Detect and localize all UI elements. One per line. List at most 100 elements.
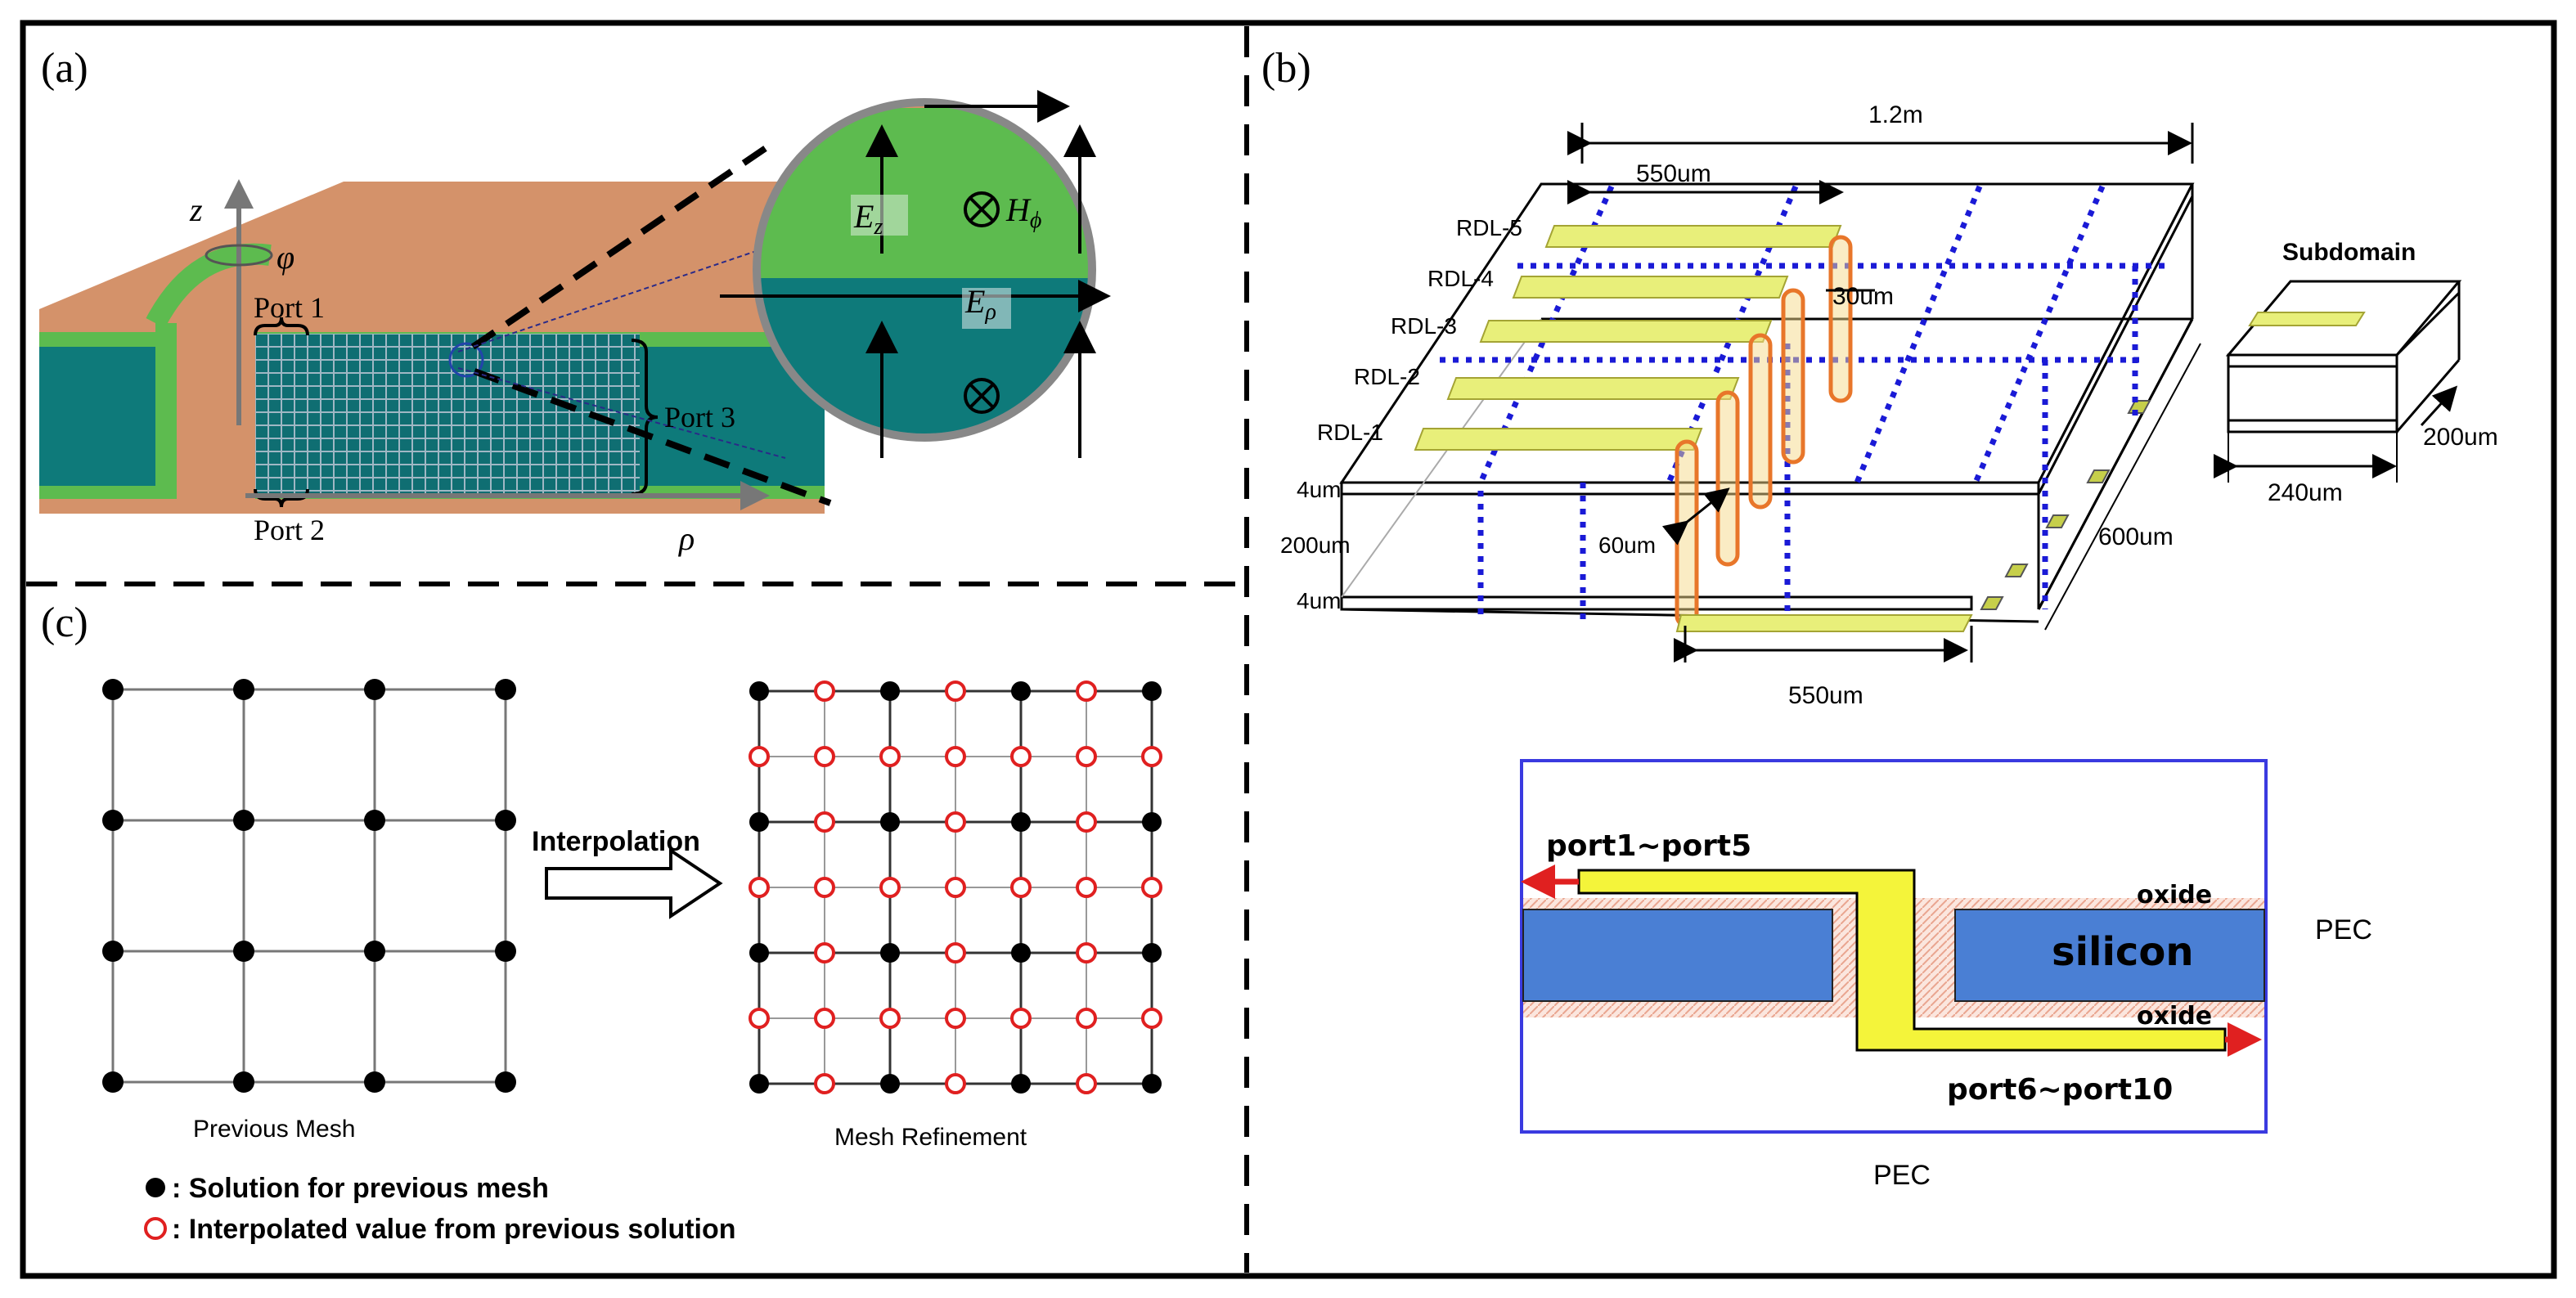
top-plane	[39, 182, 822, 309]
mesh-region	[255, 334, 640, 497]
interpolated-node	[945, 680, 966, 702]
dim-550-bottom: 550um	[1788, 682, 1863, 709]
solution-node	[880, 1074, 900, 1094]
subdomain-height: 200um	[2423, 424, 2498, 451]
port2-brace	[254, 488, 309, 508]
oxide-top-label: oxide	[2137, 881, 2212, 909]
solution-node	[364, 941, 385, 962]
interpolated-node	[879, 1008, 901, 1029]
zoom-source-circle	[448, 342, 484, 378]
legend-interpolated-dot	[144, 1217, 167, 1240]
interpolated-node	[945, 1073, 966, 1094]
panel-c-label: (c)	[41, 600, 88, 646]
label-phi: φ	[276, 239, 294, 276]
interpolated-node	[1010, 746, 1032, 767]
solution-node	[749, 681, 769, 701]
mesh-refinement-label: Mesh Refinement	[834, 1124, 1027, 1151]
solution-node	[880, 812, 900, 832]
interpolated-node	[814, 680, 835, 702]
pec-right-label: PEC	[2315, 914, 2372, 945]
interpolated-node	[749, 877, 770, 898]
solution-node	[233, 1071, 254, 1093]
solution-node	[1011, 681, 1031, 701]
solution-node	[495, 941, 516, 962]
layer-200um: 200um	[1280, 532, 1351, 558]
layer-4um-bottom: 4um	[1297, 588, 1341, 613]
interpolated-node	[1076, 680, 1097, 702]
label-z: z	[189, 191, 203, 228]
interpolated-node	[1141, 877, 1162, 898]
panel-a: (a) z φ Port 1 Port 2 Port 3 ρ	[39, 45, 1111, 557]
interpolated-node	[945, 877, 966, 898]
label-rho: ρ	[677, 520, 695, 557]
solution-node	[364, 1071, 385, 1093]
h-phi-symbol	[964, 191, 1000, 227]
interpolated-node	[1076, 746, 1097, 767]
port1-brace	[254, 317, 309, 336]
solution-node	[495, 679, 516, 700]
phi-rotation	[205, 244, 273, 267]
interpolated-node	[814, 811, 835, 833]
solution-node	[102, 1071, 124, 1093]
legend-interpolated: : Interpolated value from previous solut…	[172, 1214, 736, 1245]
cross-conductor	[1577, 869, 2227, 1052]
silicon-right	[1954, 909, 2265, 1002]
interpolated-node	[1141, 746, 1162, 767]
solution-node	[1142, 681, 1162, 701]
silicon-label: silicon	[2052, 929, 2194, 975]
solution-node	[749, 812, 769, 832]
panel-a-label: (a)	[41, 45, 88, 92]
dim-60um: 60um	[1598, 532, 1656, 558]
interpolated-node	[1076, 1008, 1097, 1029]
silicon-left	[1522, 909, 1833, 1002]
rdl-5-label: RDL-5	[1456, 215, 1522, 240]
panel-c: (c) Interpolation Previous Mesh Mesh Ref…	[41, 600, 1162, 1245]
rdl-2-label: RDL-2	[1354, 364, 1420, 389]
label-port2: Port 2	[254, 514, 325, 546]
label-port1: Port 1	[254, 291, 325, 324]
solution-node	[1142, 943, 1162, 963]
solution-node	[495, 1071, 516, 1093]
solution-node	[1011, 812, 1031, 832]
solution-node	[1011, 1074, 1031, 1094]
interpolated-node	[879, 877, 901, 898]
solution-node	[880, 681, 900, 701]
rdl-3-label: RDL-3	[1391, 313, 1457, 339]
via-barrel-arc	[146, 243, 272, 329]
interpolated-node	[1076, 811, 1097, 833]
interpolated-node	[1010, 877, 1032, 898]
interpolated-node	[749, 746, 770, 767]
solution-node	[880, 943, 900, 963]
rdl-4-label: RDL-4	[1427, 266, 1494, 291]
interpolated-node	[814, 877, 835, 898]
dim-1-2m: 1.2m	[1868, 101, 1923, 128]
solution-node	[1142, 1074, 1162, 1094]
port3-brace	[631, 339, 659, 496]
rdl-1-label: RDL-1	[1317, 420, 1383, 445]
solution-node	[102, 810, 124, 831]
interpolated-node	[1076, 1073, 1097, 1094]
port6-port10: port6~port10	[1947, 1073, 2173, 1107]
zoom-circle	[753, 98, 1096, 442]
via-barrel-left	[155, 323, 177, 499]
solution-node	[749, 1074, 769, 1094]
dim-600um: 600um	[2098, 523, 2174, 550]
interpolated-node	[879, 746, 901, 767]
legend-solution-dot	[146, 1178, 165, 1197]
interpolated-node	[945, 746, 966, 767]
label-ez: Ez	[853, 198, 883, 240]
outer-frame	[20, 20, 2557, 1279]
previous-mesh	[102, 679, 516, 1093]
interpolated-node	[1076, 877, 1097, 898]
solution-node	[749, 943, 769, 963]
port1-port5: port1~port5	[1546, 829, 1751, 863]
refined-mesh	[749, 680, 1162, 1094]
interpolated-node	[814, 942, 835, 963]
oxide-bottom-label: oxide	[2137, 1002, 2212, 1031]
rdl-strips	[1414, 225, 1842, 451]
solution-node	[364, 679, 385, 700]
interpolated-node	[945, 811, 966, 833]
interpolated-node	[814, 1073, 835, 1094]
previous-mesh-label: Previous Mesh	[193, 1116, 355, 1143]
dim-550-top: 550um	[1636, 160, 1711, 187]
